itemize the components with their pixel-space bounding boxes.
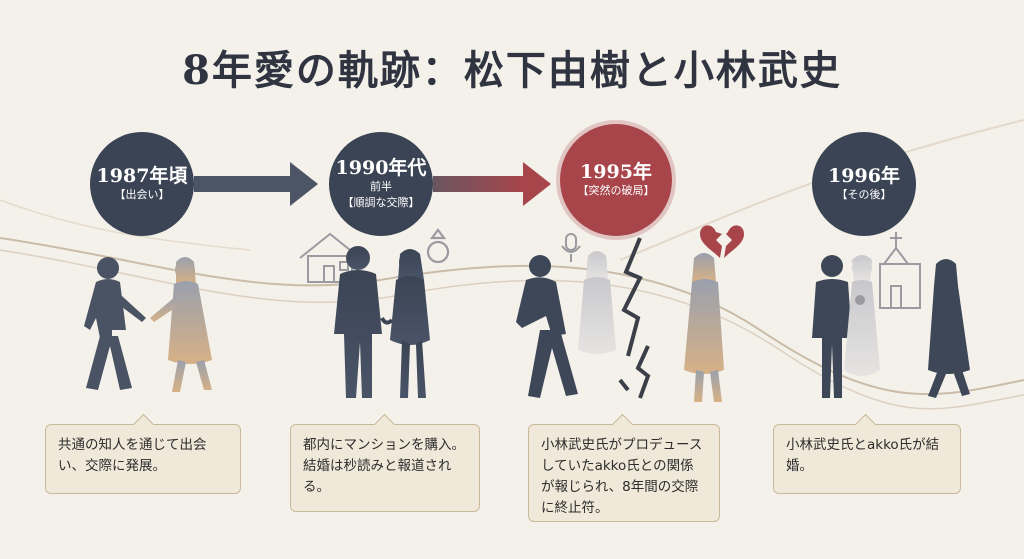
ribbon-line	[0, 237, 1024, 396]
arrow-1-to-2	[194, 162, 318, 206]
description-text: 都内にマンションを購入。結婚は秒読みと報道される。	[303, 437, 465, 495]
milestone-description-card: 都内にマンションを購入。結婚は秒読みと報道される。	[290, 413, 480, 512]
description-text: 共通の知人を通じて出会い、交際に発展。	[58, 437, 207, 474]
milestone-label: 【その後】	[836, 188, 892, 201]
lightning-crack-icon	[618, 237, 651, 399]
description-text: 小林武史氏がプロデュースしていたakko氏との関係が報じられ、8年間の交際に終止…	[541, 437, 703, 516]
description-text: 小林武史氏とakko氏が結婚。	[786, 437, 940, 474]
ribbon-line	[619, 119, 1024, 261]
woman-figure	[150, 257, 212, 392]
bride-figure	[844, 255, 880, 376]
house-icon	[299, 232, 361, 283]
church-icon	[879, 232, 921, 309]
woman-figure	[390, 249, 430, 398]
man-figure	[516, 255, 578, 398]
milestone-circle-1990s: 1990年代 前半 【順調な交際】	[329, 132, 433, 236]
milestone-description-card: 小林武史氏とakko氏が結婚。	[773, 413, 961, 494]
milestone-description-card: 共通の知人を通じて出会い、交際に発展。	[45, 413, 241, 494]
milestone-year: 1990年代	[335, 157, 427, 179]
milestone-label: 【突然の破局】	[577, 184, 655, 197]
milestone-description-card: 小林武史氏がプロデュースしていたakko氏との関係が報じられ、8年間の交際に終止…	[528, 413, 720, 522]
ribbon-line	[0, 249, 1024, 410]
milestone-circle-1995: 1995年 【突然の破局】	[560, 124, 672, 236]
milestone-circle-1987: 1987年頃 【出会い】	[90, 132, 194, 236]
woman-figure	[684, 253, 724, 402]
faded-woman-figure	[578, 251, 616, 354]
milestone-year-sub: 前半	[370, 180, 392, 193]
man-figure	[84, 257, 146, 390]
ring-icon	[426, 228, 450, 264]
groom-figure	[812, 255, 852, 398]
woman-figure	[928, 259, 970, 398]
milestone-label: 【出会い】	[114, 188, 170, 201]
ribbon-line	[0, 199, 251, 251]
milestone-circle-1996: 1996年 【その後】	[812, 132, 916, 236]
milestone-year: 1995年	[580, 161, 652, 183]
milestone-label: 【順調な交際】	[342, 196, 420, 209]
man-figure	[334, 246, 382, 398]
arrow-2-to-3	[433, 162, 551, 206]
microphone-icon	[561, 233, 581, 262]
milestone-year: 1996年	[828, 165, 900, 187]
milestone-year: 1987年頃	[96, 165, 188, 187]
broken-heart-icon	[700, 225, 744, 258]
page-title: 8年愛の軌跡：松下由樹と小林武史	[182, 47, 842, 94]
